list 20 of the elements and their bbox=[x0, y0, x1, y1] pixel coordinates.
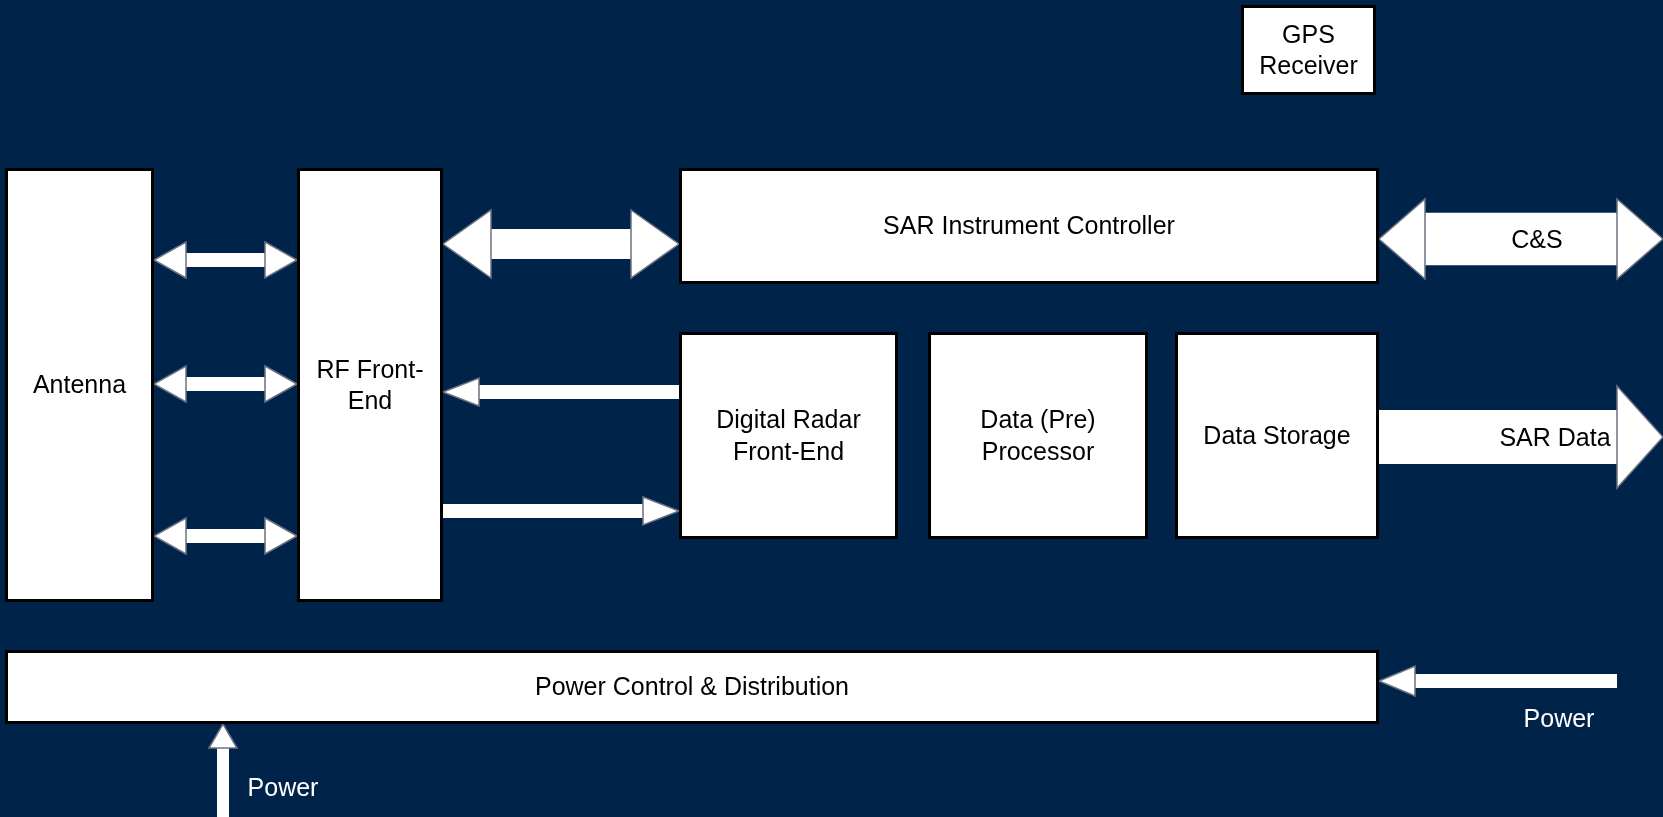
double-arrow bbox=[153, 365, 298, 403]
process-box: GPS Receiver bbox=[1241, 5, 1376, 95]
arrow bbox=[443, 496, 680, 526]
edge-label: Power bbox=[247, 774, 319, 800]
process-box: Digital Radar Front-End bbox=[679, 332, 898, 539]
process-box: Antenna bbox=[5, 168, 154, 602]
process-box: RF Front-End bbox=[297, 168, 443, 602]
process-box: SAR Instrument Controller bbox=[679, 168, 1379, 284]
double-arrow bbox=[442, 209, 680, 279]
arrow bbox=[1379, 385, 1663, 489]
double-arrow bbox=[153, 517, 298, 555]
double-arrow bbox=[1378, 198, 1663, 280]
process-box: Power Control & Distribution bbox=[5, 650, 1379, 724]
arrow bbox=[208, 723, 238, 817]
arrow bbox=[1378, 665, 1617, 697]
process-box: Data Storage bbox=[1175, 332, 1379, 539]
arrow bbox=[442, 377, 679, 407]
double-arrow bbox=[153, 241, 298, 279]
process-box: Data (Pre) Processor bbox=[928, 332, 1148, 539]
edge-label: Power bbox=[1523, 705, 1595, 731]
